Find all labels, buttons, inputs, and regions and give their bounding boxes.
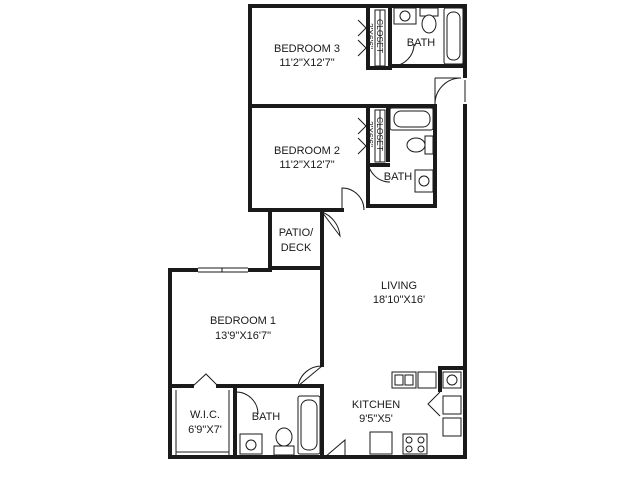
living-name: LIVING xyxy=(381,280,417,292)
sink-icon xyxy=(414,169,434,193)
bath-mid-fixtures xyxy=(389,107,434,193)
bedroom3-size: 11'2"X12'7" xyxy=(279,57,334,69)
bedroom1-name: BEDROOM 1 xyxy=(210,315,276,327)
sink-icon xyxy=(239,433,263,455)
closet-rails xyxy=(357,9,386,163)
living-size: 18'10"X16' xyxy=(373,294,425,306)
bedroom2-size: 11'2"X12'7" xyxy=(279,159,334,171)
bathtub-icon xyxy=(443,7,464,65)
dishwasher-icon xyxy=(417,371,437,389)
toilet-icon xyxy=(406,137,426,153)
bath-low-fixtures xyxy=(239,395,321,456)
water-heater-icon xyxy=(442,371,462,389)
bedroom1-size: 13'9"X16'7" xyxy=(215,330,271,342)
patio-label-line1: PATIO/ xyxy=(279,227,314,239)
bedroom3-name: BEDROOM 3 xyxy=(274,43,340,55)
kitchen-fixtures xyxy=(369,371,462,455)
bedroom2-name: BEDROOM 2 xyxy=(274,145,340,157)
wic-size: 6'9"X7' xyxy=(188,424,222,436)
wic-name: W.I.C. xyxy=(190,409,220,421)
closet-upper-size: 2'X6'6" xyxy=(365,23,375,49)
refrigerator-icon xyxy=(369,431,393,455)
closet-upper-label: CLOSET xyxy=(375,19,385,53)
bathtub-icon xyxy=(389,107,434,131)
toilet-tank-icon xyxy=(273,445,295,456)
patio-label-line2: DECK xyxy=(281,242,312,254)
sink-icon xyxy=(393,7,417,25)
wic-shelves xyxy=(175,390,230,455)
kitchen-sink-icon xyxy=(391,371,417,389)
interior-walls xyxy=(168,4,467,459)
bath-top-label: BATH xyxy=(407,37,436,49)
room-labels: BEDROOM 3 11'2"X12'7" BEDROOM 2 11'2"X12… xyxy=(188,19,435,436)
kitchen-size: 9'5"X5' xyxy=(359,413,393,425)
bath-low-label: BATH xyxy=(252,411,281,423)
exterior-walls xyxy=(168,4,468,459)
toilet-icon xyxy=(421,14,437,34)
toilet-icon xyxy=(275,427,293,447)
washer-icon xyxy=(442,395,462,415)
bath-mid-label: BATH xyxy=(384,171,413,183)
toilet-tank-icon xyxy=(424,135,434,155)
closet-lower-label: CLOSET xyxy=(375,117,385,151)
closet-lower-size: 2'X6'6" xyxy=(365,121,375,147)
bathtub-icon xyxy=(297,395,321,455)
stove-icon xyxy=(402,433,428,455)
bath-top-fixtures xyxy=(393,7,464,65)
kitchen-name: KITCHEN xyxy=(352,399,400,411)
dryer-icon xyxy=(442,417,462,437)
doors xyxy=(192,43,462,458)
